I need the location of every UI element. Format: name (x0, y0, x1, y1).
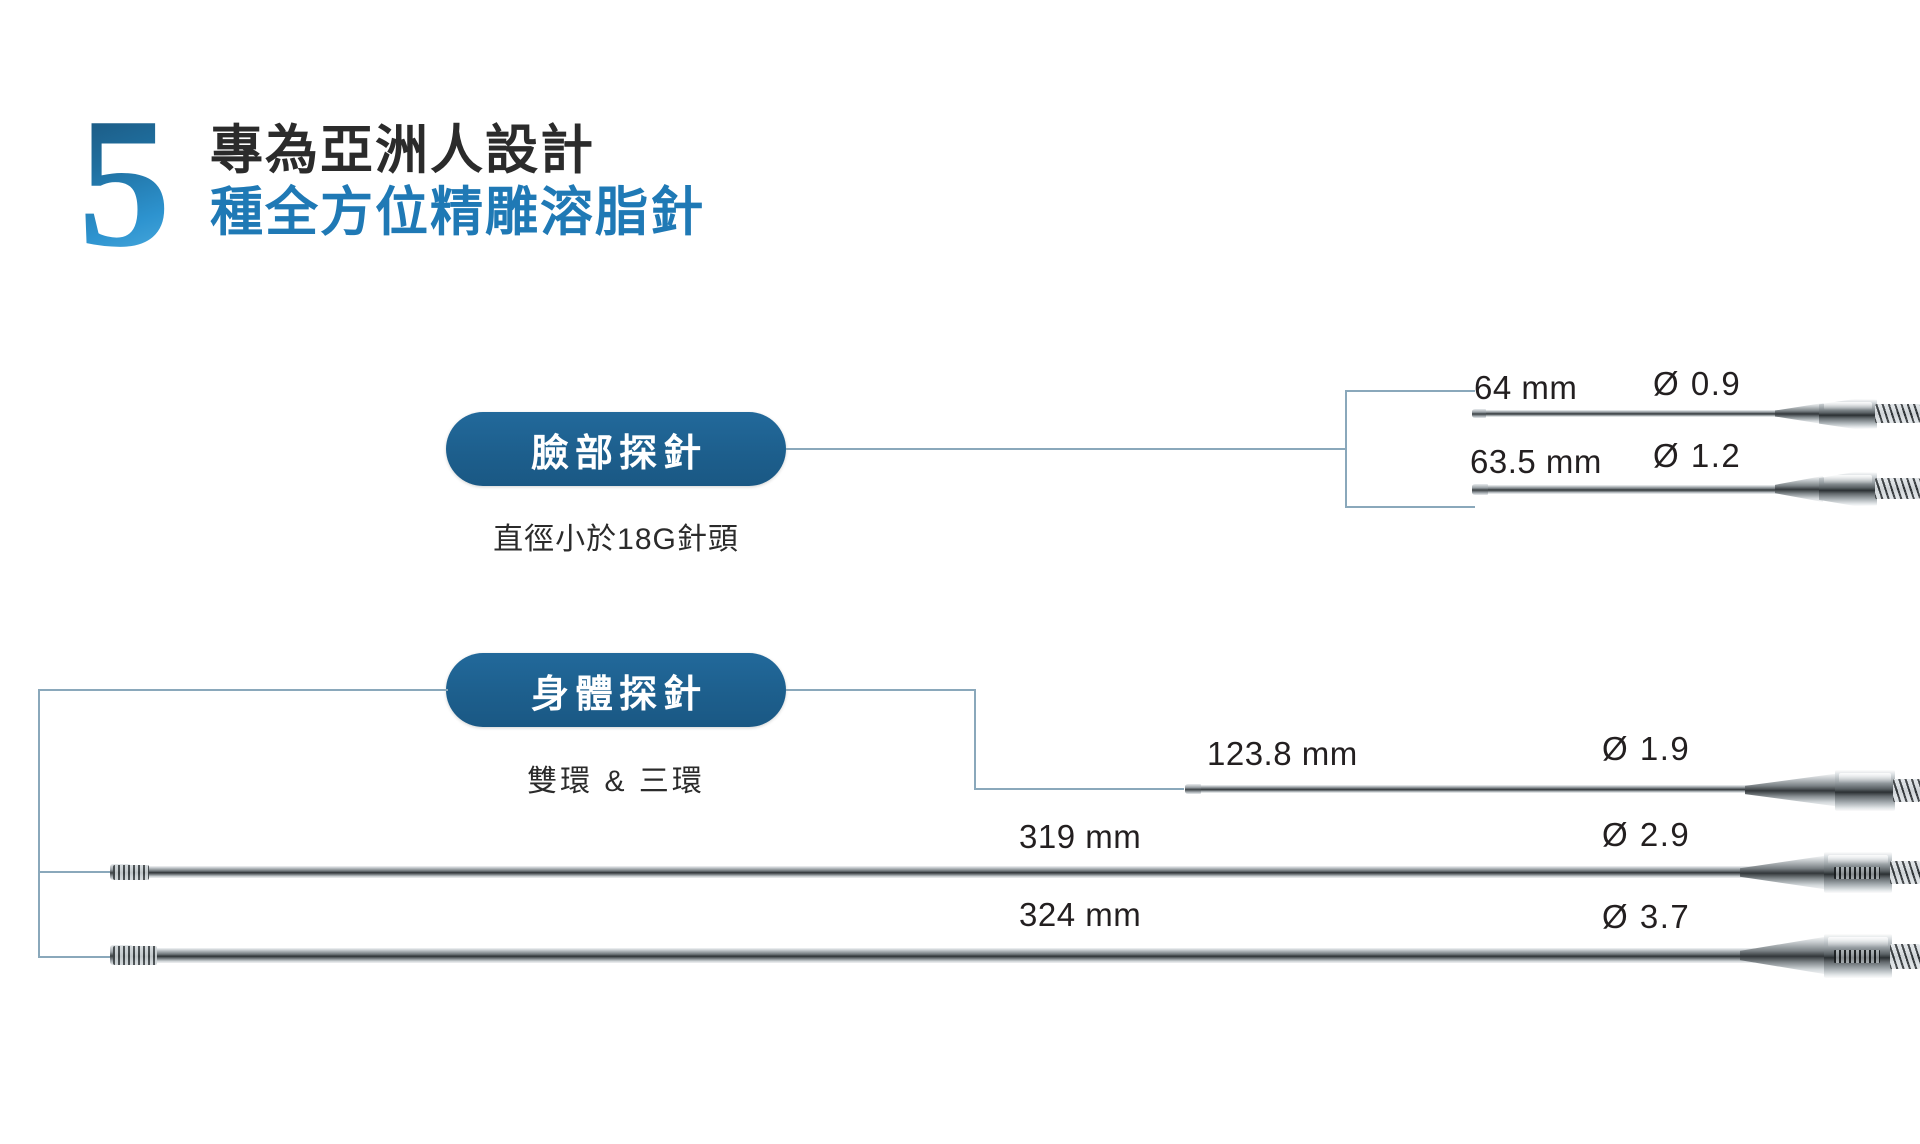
needle-thread (1890, 861, 1920, 884)
needle-hub-engraving (1834, 950, 1880, 963)
needle-rings (113, 865, 149, 880)
needle-shaft (1472, 485, 1782, 494)
needle-body-3 (110, 934, 1920, 982)
connector-body-left-vertical (38, 689, 40, 958)
badge-face-probe[interactable]: 臉部探針 (446, 412, 786, 486)
headline-number: 5 (78, 80, 171, 286)
needle-shaft (110, 948, 1755, 963)
label-length-body-1: 123.8 mm (1207, 735, 1358, 772)
needle-hub (1835, 770, 1895, 811)
needle-cone (1740, 855, 1830, 890)
needle-tip (1185, 784, 1201, 794)
needle-cone (1775, 476, 1823, 502)
page-header: 5 專為亞洲人設計 種全方位精雕溶脂針 (78, 90, 898, 298)
needle-thread (1875, 478, 1920, 499)
label-length-body-3: 324 mm (1019, 896, 1142, 933)
needle-face-1 (1472, 396, 1920, 432)
connector-body-right-from-badge (786, 689, 976, 691)
label-length-face-1: 64 mm (1474, 369, 1578, 406)
caption-body-probe: 雙環 & 三環 (527, 765, 705, 798)
connector-body-right-to-probe (974, 788, 1184, 790)
headline-title-line-2: 種全方位精雕溶脂針 (210, 183, 705, 242)
label-diameter-body-2: Ø 2.9 (1602, 816, 1691, 853)
connector-face-branch-top (1345, 390, 1475, 392)
badge-body-probe[interactable]: 身體探針 (446, 653, 786, 727)
connector-body-top-to-badge (38, 689, 448, 691)
headline-title-line-1: 專為亞洲人設計 (210, 121, 595, 180)
needle-cone (1740, 936, 1830, 975)
label-diameter-body-1: Ø 1.9 (1602, 730, 1691, 767)
needle-rings (113, 946, 157, 965)
label-diameter-body-3: Ø 3.7 (1602, 898, 1691, 935)
connector-body-right-vertical (974, 689, 976, 790)
needle-face-2 (1472, 470, 1920, 510)
connector-face-bracket-vertical (1345, 390, 1347, 508)
needle-thread (1875, 404, 1920, 423)
needle-tip (1472, 409, 1486, 418)
needle-hub (1819, 399, 1877, 429)
headline-title: 專為亞洲人設計 種全方位精雕溶脂針 (210, 120, 705, 244)
label-length-body-2: 319 mm (1019, 818, 1142, 855)
needle-shaft (1185, 785, 1755, 793)
needle-shaft (110, 866, 1755, 878)
needle-hub (1819, 472, 1877, 506)
needle-cone (1775, 403, 1823, 424)
connector-face-horizontal (786, 448, 1346, 450)
caption-face-probe: 直徑小於18G針頭 (493, 523, 739, 556)
needle-body-2 (110, 852, 1920, 896)
connector-face-branch-bottom (1345, 506, 1475, 508)
label-length-face-2: 63.5 mm (1470, 443, 1602, 480)
needle-thread (1890, 944, 1920, 969)
needle-thread (1893, 779, 1920, 802)
needle-hub-engraving (1834, 867, 1880, 879)
needle-tip (1472, 484, 1488, 495)
needle-shaft (1472, 410, 1782, 417)
needle-cone (1745, 773, 1841, 807)
label-diameter-face-1: Ø 0.9 (1653, 365, 1742, 402)
needle-body-1 (1185, 768, 1920, 816)
label-diameter-face-2: Ø 1.2 (1653, 437, 1742, 474)
